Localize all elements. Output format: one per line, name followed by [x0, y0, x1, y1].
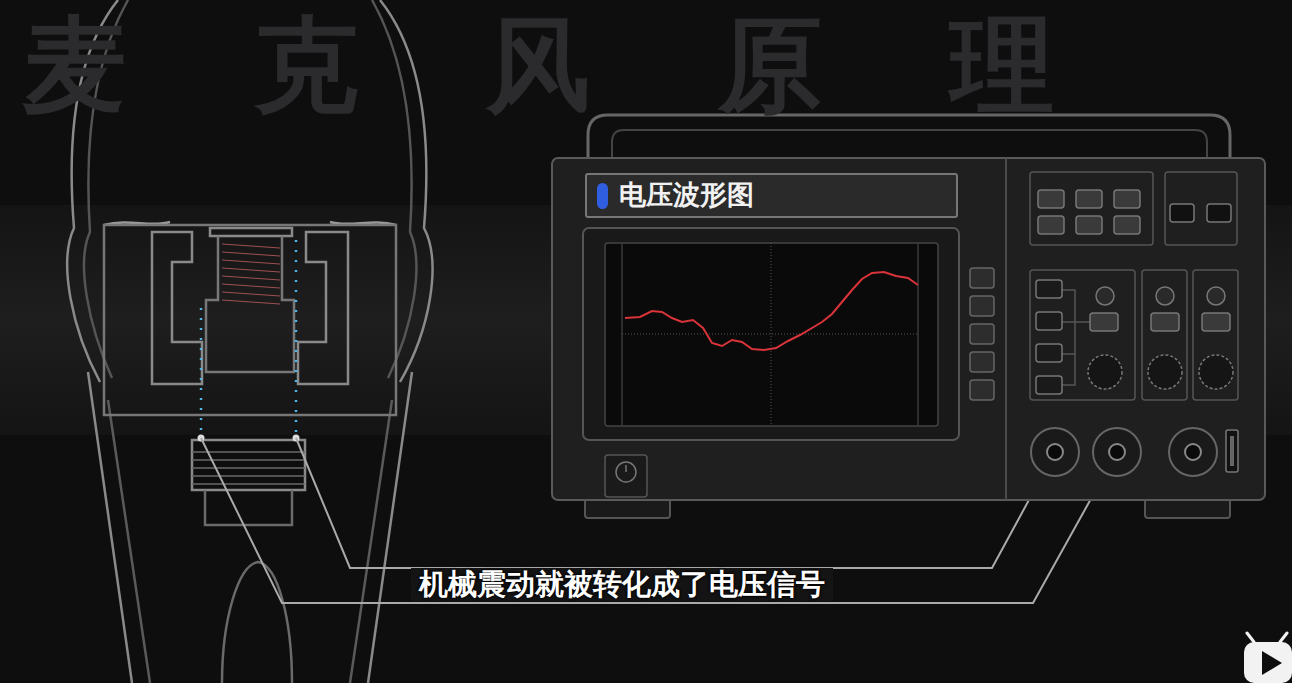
button	[1038, 190, 1064, 208]
power-button	[616, 462, 636, 482]
control-group	[1142, 270, 1187, 400]
oscilloscope	[552, 115, 1265, 518]
panel-groups	[1030, 172, 1238, 400]
button	[1076, 190, 1102, 208]
button	[1114, 216, 1140, 234]
bnc-core	[1185, 444, 1201, 460]
control-group	[1030, 270, 1135, 400]
transformer	[192, 440, 305, 490]
bnc-port	[1169, 428, 1217, 476]
buttons	[1036, 190, 1233, 394]
screen-edge	[917, 243, 919, 426]
button	[1036, 376, 1062, 394]
button	[1038, 216, 1064, 234]
button	[1151, 313, 1179, 331]
bnc-port	[1093, 428, 1141, 476]
button	[1114, 190, 1140, 208]
bnc-core	[1109, 444, 1125, 460]
soft-key	[970, 380, 994, 400]
indicator-pill	[597, 183, 608, 209]
capsule-housing	[104, 225, 396, 415]
power-panel	[605, 455, 647, 497]
magnet-pole	[298, 232, 348, 384]
screen-title: 电压波形图	[619, 179, 940, 211]
soft-key	[970, 324, 994, 344]
signal-dots	[201, 240, 296, 438]
small-knob	[1156, 287, 1174, 305]
small-knob	[1096, 287, 1114, 305]
screen	[605, 243, 938, 426]
input-ports	[1031, 428, 1238, 476]
soft-key	[970, 296, 994, 316]
bnc-core	[1047, 444, 1063, 460]
button-group	[1165, 172, 1237, 245]
power-symbol	[625, 465, 627, 472]
bracket-lines	[1062, 290, 1090, 385]
screen-bezel	[583, 228, 959, 440]
panel-divider	[1005, 158, 1007, 500]
background-watermark: 麦克风原理	[22, 6, 1182, 126]
logo-ears	[1247, 633, 1287, 642]
player-logo	[1244, 633, 1292, 683]
title-box: 电压波形图	[585, 173, 958, 218]
button	[1207, 204, 1231, 222]
play-icon	[1262, 651, 1282, 675]
signal-wire	[201, 240, 296, 438]
voice-coil	[222, 244, 280, 304]
mic-head-outline	[380, 0, 432, 382]
handle-inner	[612, 130, 1207, 160]
mic-head-inner	[84, 0, 128, 378]
knob	[1148, 355, 1182, 389]
scope-body	[552, 158, 1265, 500]
logo-body	[1244, 642, 1292, 683]
handle	[588, 115, 1230, 160]
usb-port	[1226, 430, 1238, 472]
microphone-drawing	[67, 0, 432, 683]
mic-head-inner	[372, 0, 416, 378]
magnet-core	[206, 236, 294, 372]
grid-axis	[622, 334, 918, 335]
knob	[1088, 355, 1122, 389]
magnet-pole	[152, 232, 202, 384]
bnc-port	[1031, 428, 1079, 476]
transformer-base	[205, 490, 292, 525]
button	[1036, 280, 1062, 298]
button	[1036, 344, 1062, 362]
diaphragm	[210, 228, 292, 236]
usb-slot	[1230, 436, 1234, 466]
knob	[1199, 355, 1233, 389]
soft-key	[970, 268, 994, 288]
control-group	[1193, 270, 1238, 400]
soft-keys	[970, 268, 994, 400]
button	[1202, 313, 1230, 331]
mic-stand	[222, 562, 292, 683]
button-group	[1030, 172, 1153, 245]
small-knob	[1207, 287, 1225, 305]
button	[1170, 204, 1194, 222]
subtitle: 机械震动就被转化成了电压信号	[411, 568, 833, 601]
button	[1076, 216, 1102, 234]
button	[1036, 312, 1062, 330]
voltage-waveform	[625, 272, 918, 350]
grid-axis	[771, 243, 772, 426]
mic-handle-inner	[350, 400, 392, 683]
transformer-windings	[192, 452, 305, 484]
mic-handle-inner	[108, 400, 150, 683]
soft-key	[970, 352, 994, 372]
button	[1090, 313, 1118, 331]
